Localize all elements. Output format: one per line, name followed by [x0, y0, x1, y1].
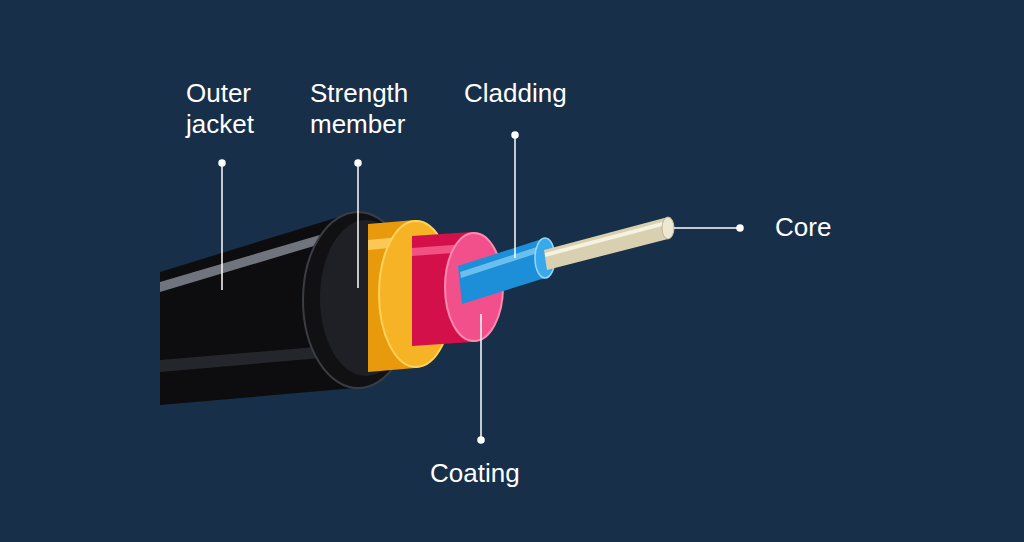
- part-label: Coating: [430, 458, 590, 489]
- leader-line: [674, 227, 740, 229]
- leader-dot: [355, 160, 361, 166]
- core-face: [662, 217, 674, 239]
- leader-line: [357, 163, 359, 288]
- leader-dot: [512, 132, 518, 138]
- leader-line: [221, 163, 223, 290]
- leader-dot: [219, 160, 225, 166]
- leader-dot: [478, 437, 484, 443]
- leader-line: [514, 135, 516, 258]
- core-highlight: [545, 221, 666, 257]
- cladding-highlight: [460, 246, 541, 278]
- leader-dot: [737, 225, 743, 231]
- part-label: Core: [775, 212, 895, 243]
- cladding: [458, 238, 555, 304]
- core: [544, 217, 674, 270]
- leader-line: [480, 314, 482, 440]
- part-label: Outer jacket: [186, 78, 296, 140]
- part-label: Strength member: [310, 78, 435, 140]
- part-label: Cladding: [464, 78, 624, 109]
